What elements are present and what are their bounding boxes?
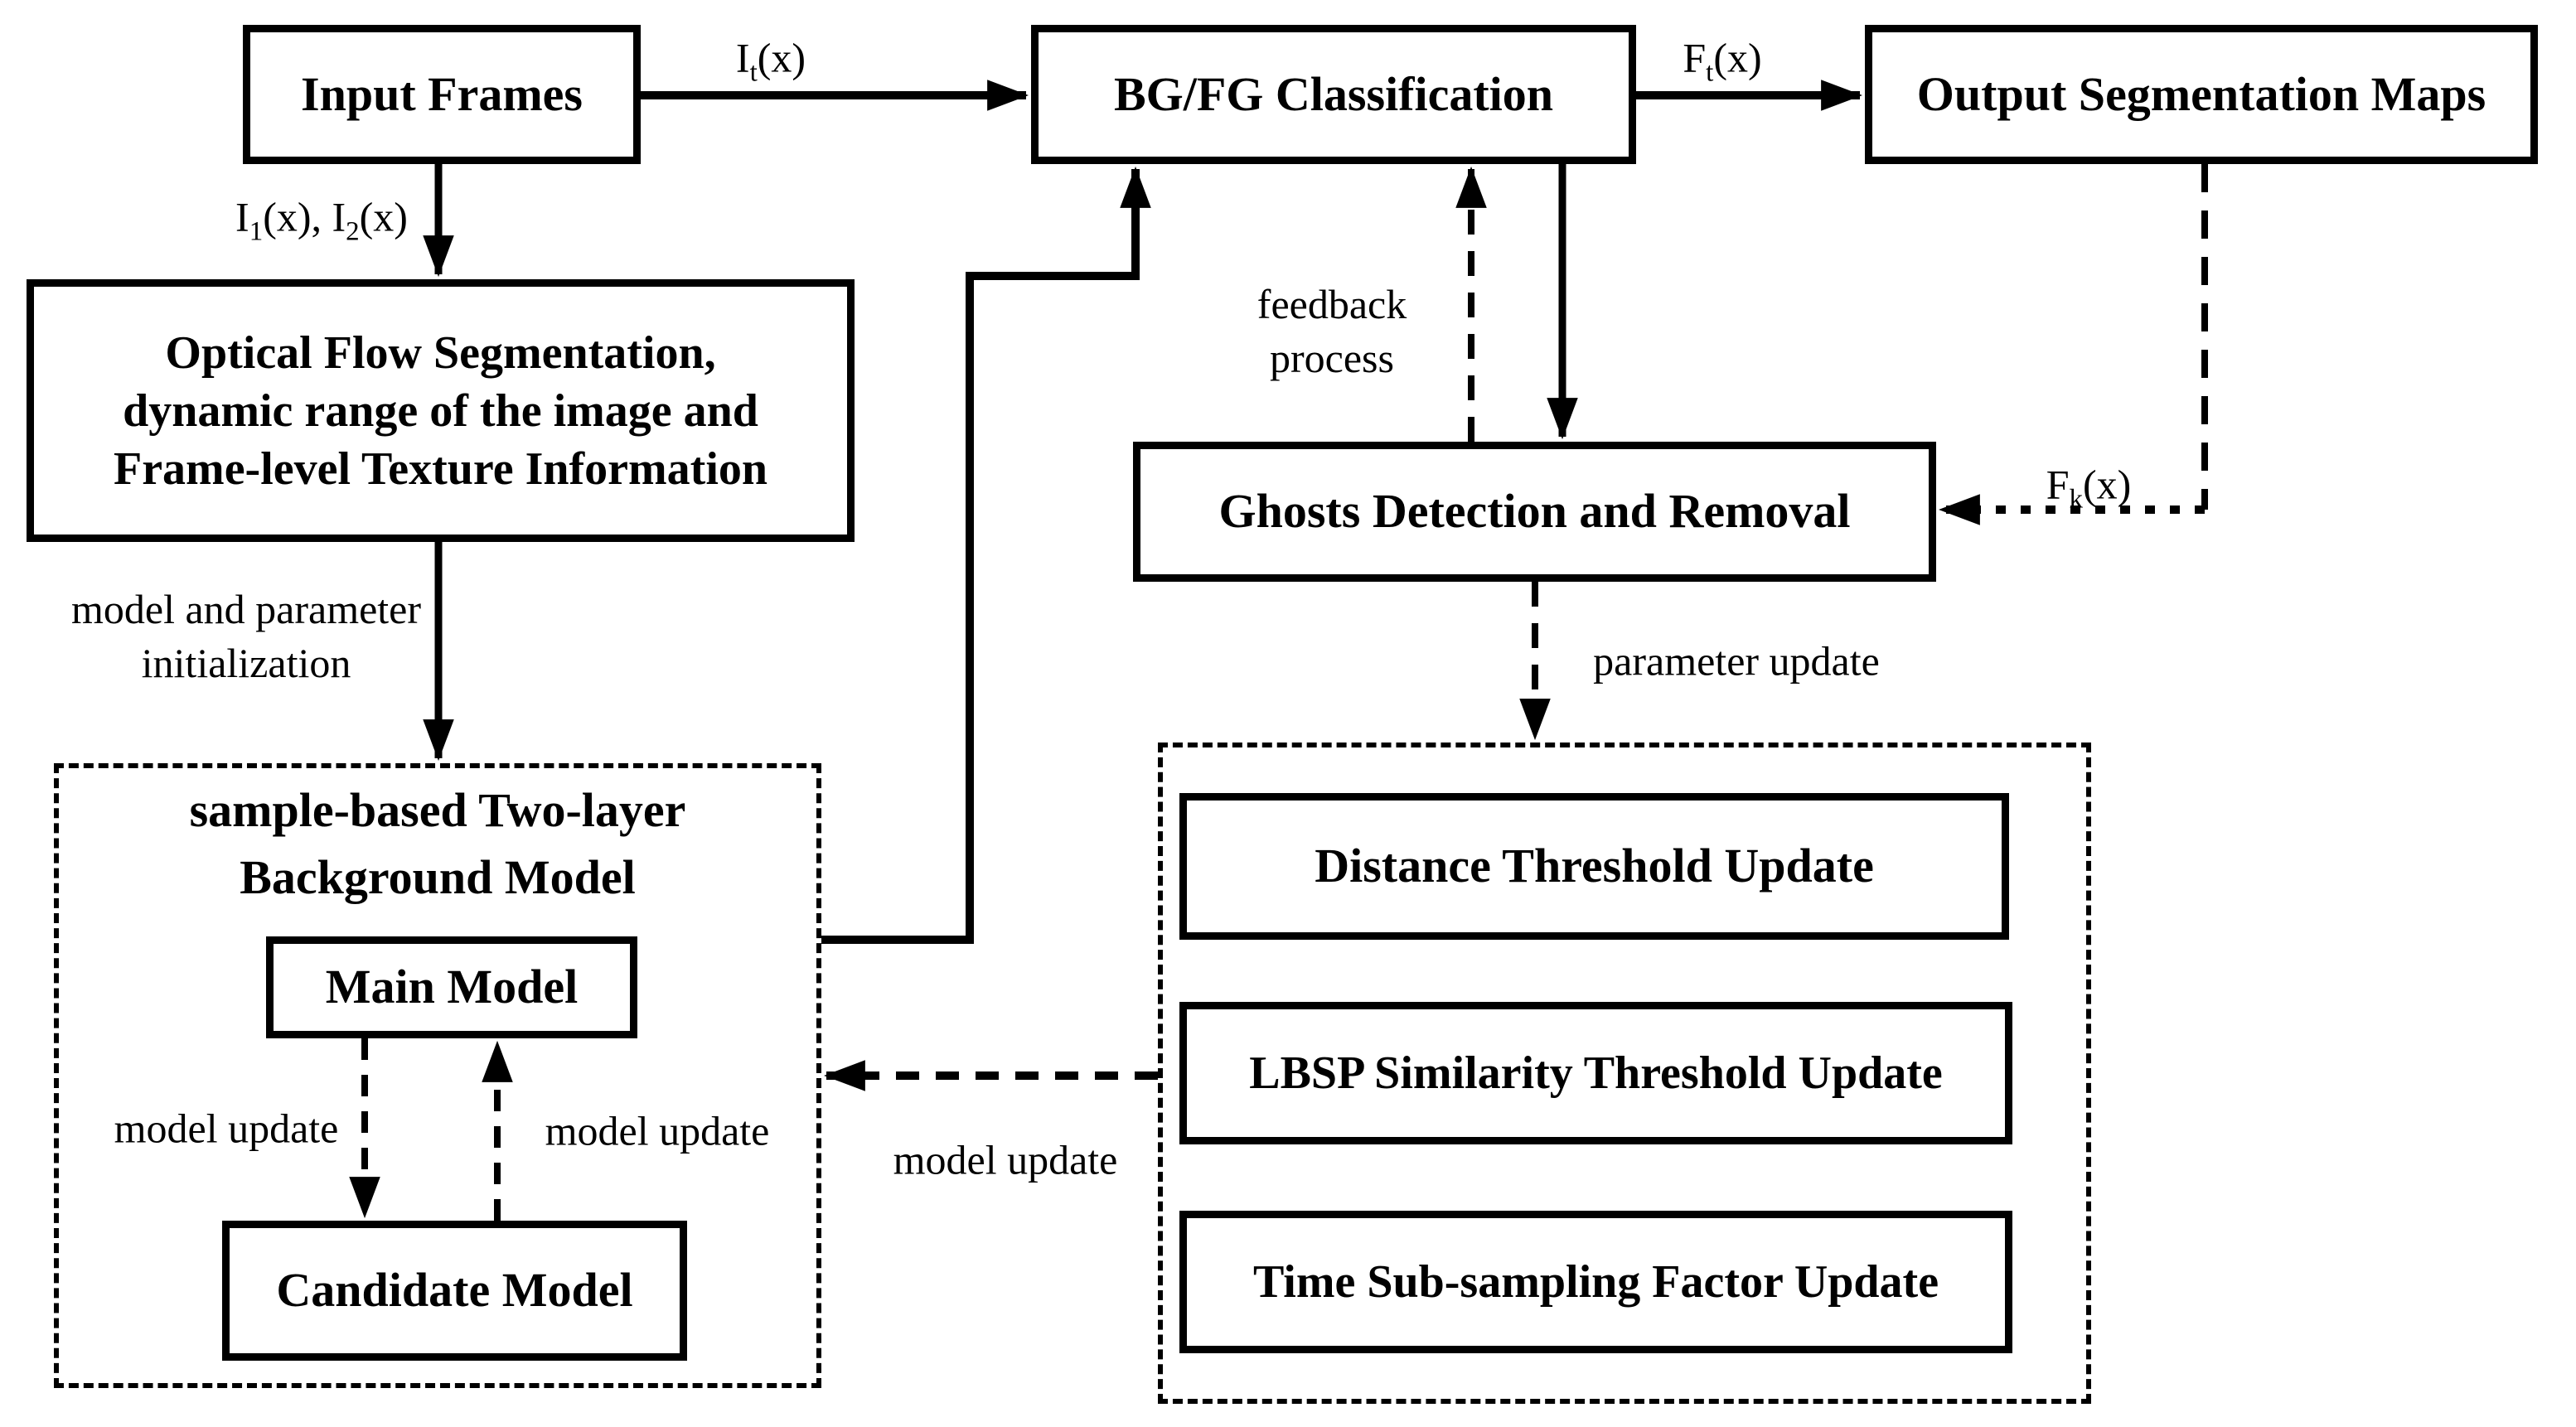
i12-pre: I <box>235 193 249 240</box>
edge-label-parameter-update: parameter update <box>1593 637 1880 684</box>
node-lbsp-threshold-label: LBSP Similarity Threshold Update <box>1249 1047 1943 1099</box>
optical-flow-line1: Optical Flow Segmentation, <box>165 327 716 379</box>
parameter-update-group-box <box>1158 743 2091 1404</box>
edge-label-feedback-process: feedback process <box>1257 278 1407 385</box>
background-model-group-box <box>54 763 821 1388</box>
i12-sub1: 1 <box>249 216 264 247</box>
edge-label-model-update-center: model update <box>893 1136 1118 1183</box>
node-input-frames-label: Input Frames <box>301 66 583 121</box>
arrow-model-group-to-bgfg-feedback <box>821 166 1151 944</box>
node-input-frames: Input Frames <box>243 25 641 164</box>
node-ghosts-detection: Ghosts Detection and Removal <box>1133 442 1936 582</box>
it-pre: I <box>735 34 750 81</box>
it-post: (x) <box>757 34 806 81</box>
node-time-subsampling-label: Time Sub-sampling Factor Update <box>1252 1256 1939 1308</box>
edge-label-it: It(x) <box>735 31 806 88</box>
node-main-model-label: Main Model <box>325 960 579 1014</box>
node-ghosts-label: Ghosts Detection and Removal <box>1218 484 1851 539</box>
node-optical-flow-label: Optical Flow Segmentation, dynamic range… <box>114 324 767 498</box>
node-distance-threshold-update: Distance Threshold Update <box>1179 793 2009 940</box>
feedback-line1: feedback <box>1257 281 1407 327</box>
i12-mid: (x), I <box>263 193 346 240</box>
mpi-line1: model and parameter <box>70 586 422 632</box>
edge-label-model-param-init: model and parameter initialization <box>71 583 421 690</box>
node-bgfg-classification: BG/FG Classification <box>1031 25 1636 164</box>
optical-flow-line3: Frame-level Texture Information <box>113 443 768 495</box>
node-time-subsampling-update: Time Sub-sampling Factor Update <box>1179 1211 2012 1353</box>
node-output-segmentation-maps: Output Segmentation Maps <box>1865 25 2538 164</box>
edge-label-i12: I1(x), I2(x) <box>235 191 408 247</box>
ft-post: (x) <box>1713 34 1762 81</box>
edge-label-model-update-left: model update <box>114 1105 339 1152</box>
node-candidate-model: Candidate Model <box>222 1221 687 1361</box>
edge-label-ft: Ft(x) <box>1683 31 1762 88</box>
edge-label-model-update-right: model update <box>545 1107 770 1154</box>
optical-flow-line2: dynamic range of the image and <box>123 385 758 437</box>
node-optical-flow: Optical Flow Segmentation, dynamic range… <box>27 279 855 542</box>
background-model-group-title: sample-based Two-layer Background Model <box>190 776 686 911</box>
ft-pre: F <box>1683 34 1707 81</box>
group-title-line1: sample-based Two-layer <box>189 782 686 837</box>
ft-sub: t <box>1706 57 1714 88</box>
fk-sub: k <box>2069 484 2084 515</box>
node-output-maps-label: Output Segmentation Maps <box>1916 66 2486 121</box>
node-candidate-model-label: Candidate Model <box>276 1263 633 1318</box>
group-title-line2: Background Model <box>240 850 636 904</box>
it-sub: t <box>749 57 758 88</box>
fk-post: (x) <box>2083 461 2132 508</box>
mpi-line2: initialization <box>141 640 351 686</box>
i12-sub2: 2 <box>346 216 360 247</box>
feedback-line2: process <box>1270 335 1394 381</box>
node-main-model: Main Model <box>266 936 637 1038</box>
edge-label-fk: Fk(x) <box>2046 458 2132 515</box>
node-lbsp-threshold-update: LBSP Similarity Threshold Update <box>1179 1002 2012 1144</box>
node-distance-threshold-label: Distance Threshold Update <box>1315 839 1874 893</box>
fk-pre: F <box>2046 461 2070 508</box>
i12-post: (x) <box>359 193 408 240</box>
node-bgfg-label: BG/FG Classification <box>1113 66 1554 121</box>
